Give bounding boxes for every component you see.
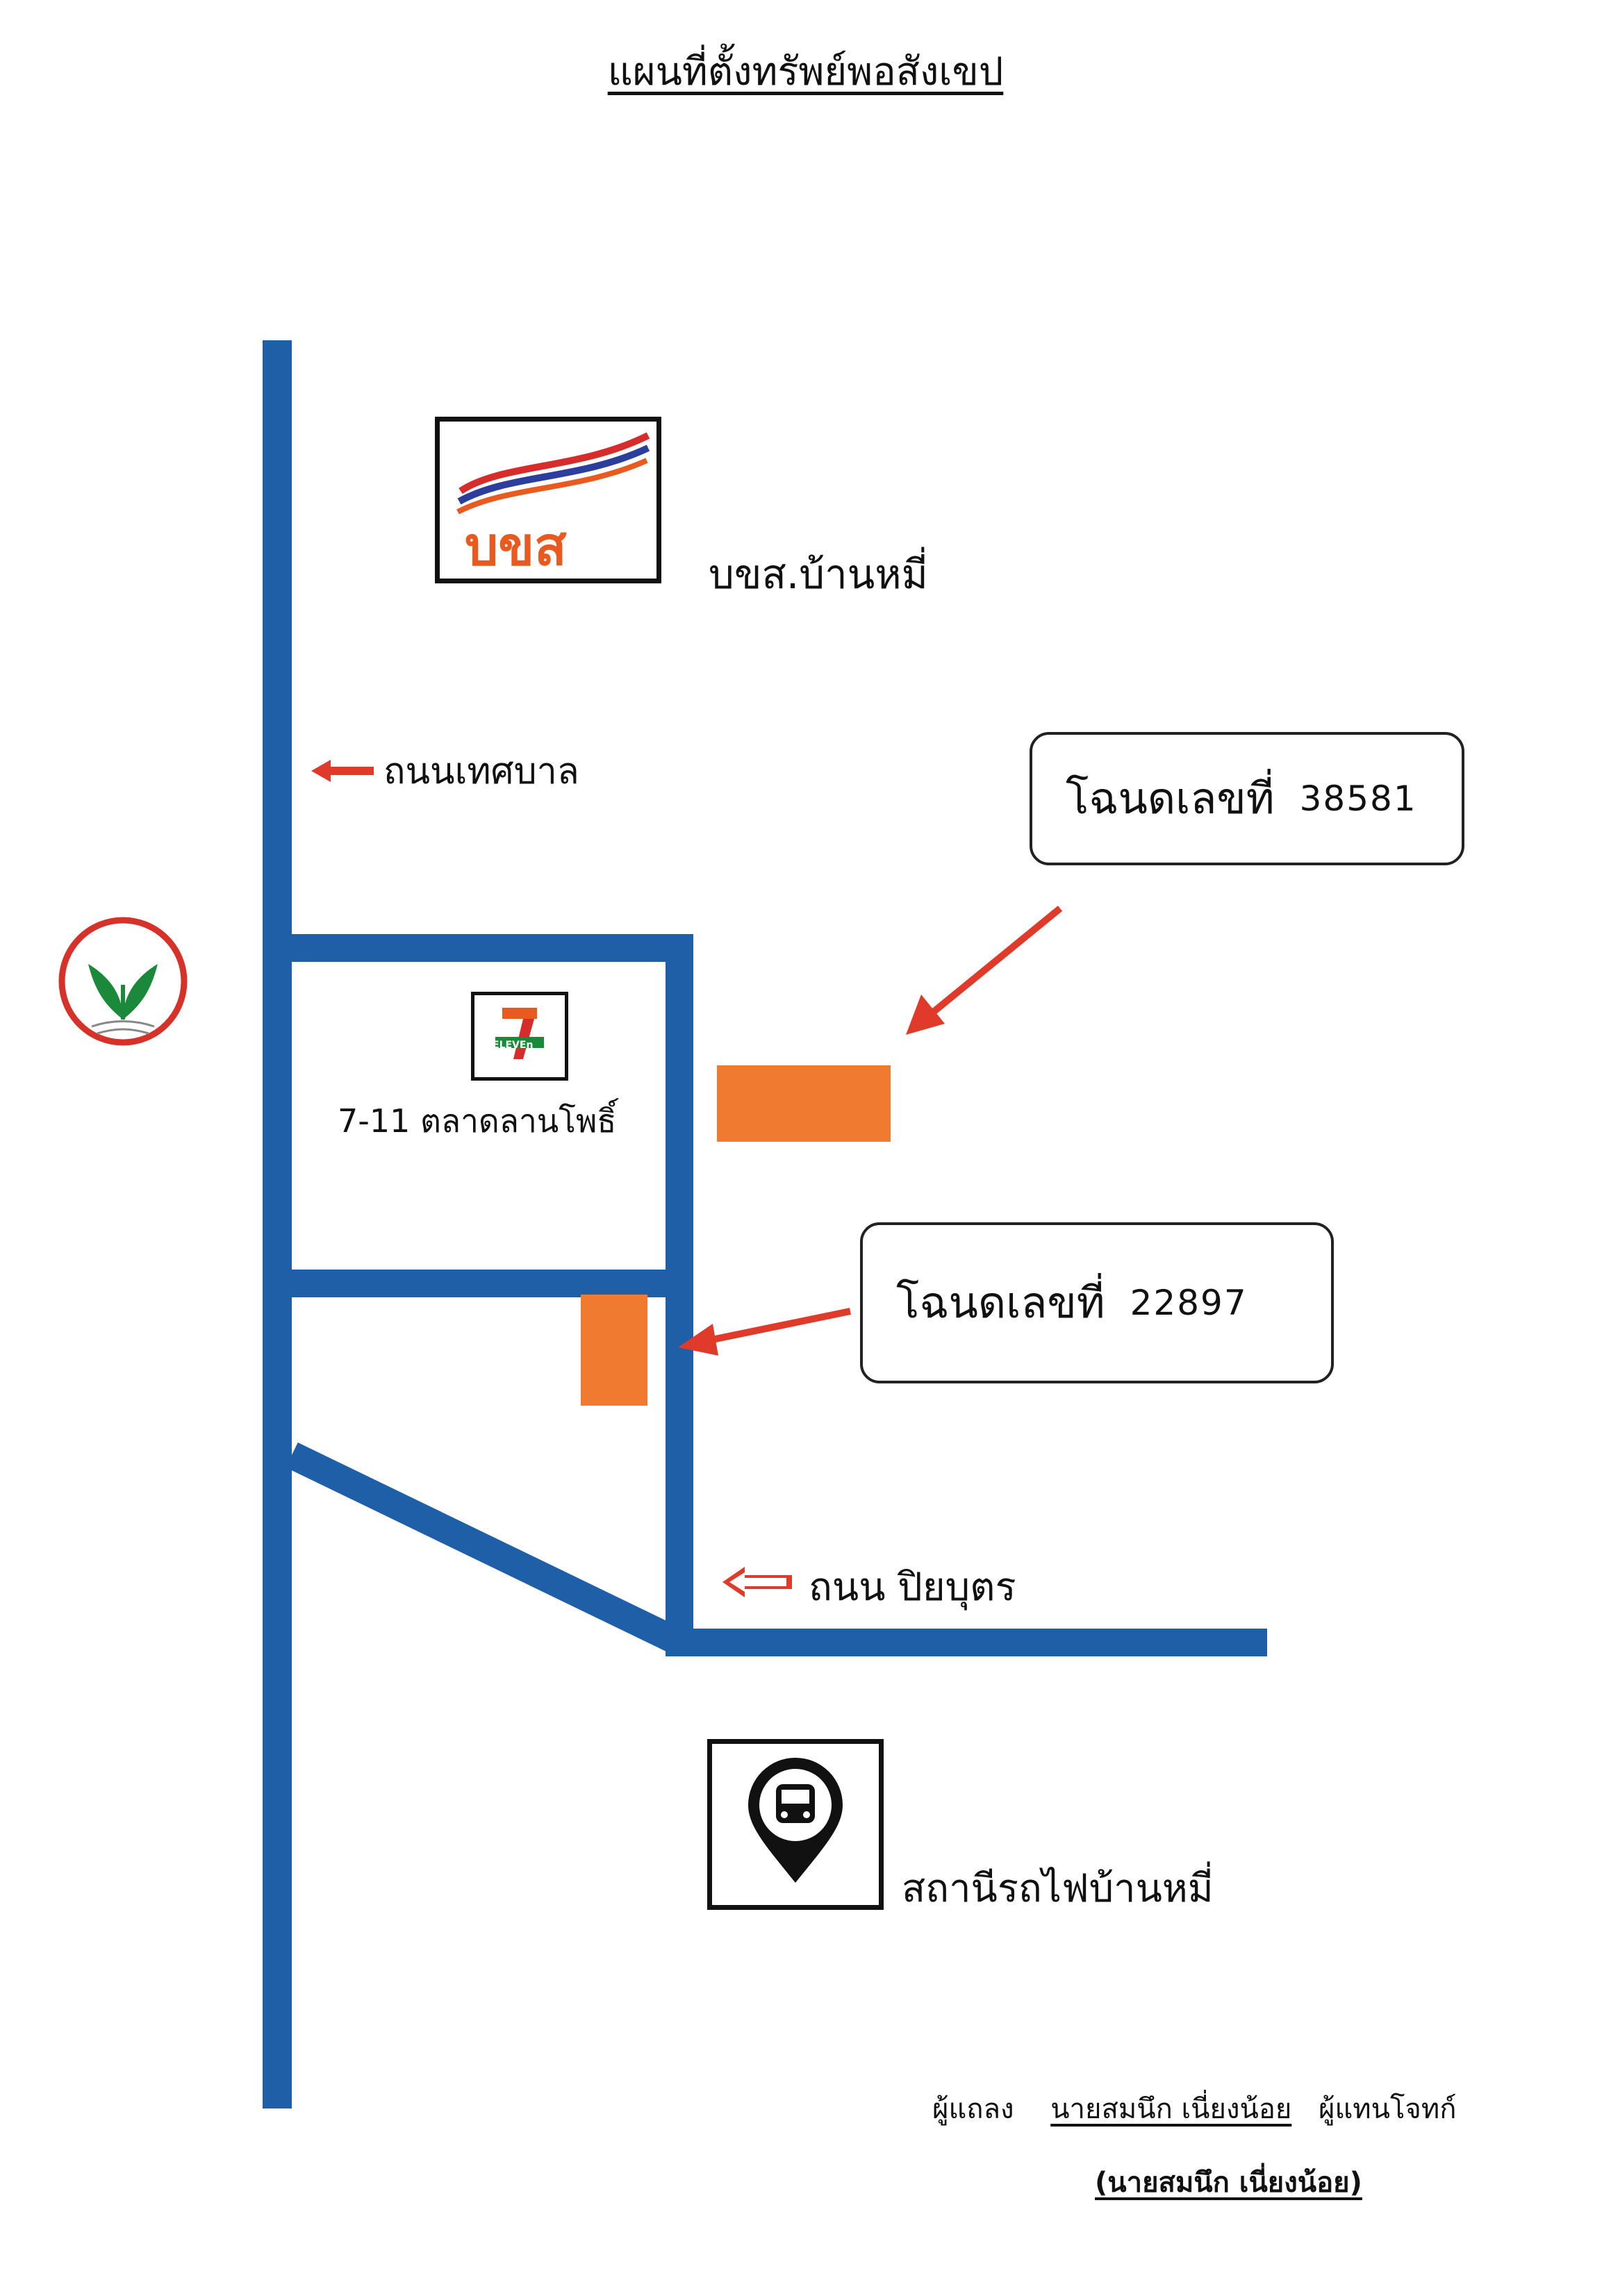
- road-main-vertical: [263, 340, 292, 2108]
- bus-company-logo-text: บขส: [465, 515, 567, 577]
- parcel-title-2: โฉนดเลขที่: [896, 1277, 1105, 1328]
- footer-prefix: ผู้แถลง: [932, 2093, 1014, 2125]
- train-station-pin-icon: [748, 1758, 843, 1883]
- parcel-number-2: 22897: [1130, 1283, 1248, 1323]
- arrow-left-icon: [311, 760, 374, 782]
- parcel-2: [581, 1295, 647, 1406]
- bus-terminal-label: บขส.บ้านหมี่: [709, 551, 928, 598]
- footer-name: นายสมนึก เนี่ยงน้อย: [1050, 2093, 1292, 2125]
- seven-eleven-label: 7-11 ตลาดลานโพธิ์: [338, 1102, 617, 1140]
- parcel-1: [717, 1065, 891, 1142]
- parcel-number-1: 38581: [1299, 779, 1417, 819]
- footer-role: ผู้แทนโจทก์: [1319, 2093, 1457, 2125]
- parcel-callout-1: โฉนดเลขที่ 38581: [1030, 732, 1464, 865]
- train-station-logo-box: [707, 1739, 884, 1910]
- train-station-label: สถานีรถไฟบ้านหมี่: [902, 1866, 1214, 1911]
- road-piyabut: [666, 1629, 1267, 1656]
- road-label-municipal: ถนนเทศบาล: [383, 751, 579, 792]
- footer-signature: (นายสมนึก เนี่ยงน้อย): [1095, 2167, 1362, 2199]
- arrow-left-icon: [722, 1567, 792, 1597]
- road-label-piyabut: ถนน ปิยบุตร: [809, 1565, 1016, 1610]
- kasikorn-bank-logo-icon: [58, 917, 188, 1046]
- parcel-title-1: โฉนดเลขที่: [1066, 773, 1275, 824]
- bus-company-logo-icon: [456, 432, 650, 515]
- road-block-middle: [292, 1270, 693, 1297]
- bank-logo: [57, 915, 189, 1047]
- road-block-top: [292, 934, 693, 962]
- seven-eleven-logo-box: ELEVEn: [471, 992, 568, 1081]
- footer-statement: ผู้แถลง นายสมนึก เนี่ยงน้อย ผู้แทนโจทก์: [932, 2086, 1456, 2131]
- map-title: แผนที่ตั้งทรัพย์พอสังเขป: [607, 49, 1004, 94]
- parcel-callout-2: โฉนดเลขที่ 22897: [860, 1222, 1334, 1383]
- seven-eleven-logo: [495, 1008, 544, 1059]
- bus-terminal-logo: บขส: [435, 417, 661, 583]
- seven-eleven-logo-text: ELEVEn: [493, 1040, 534, 1051]
